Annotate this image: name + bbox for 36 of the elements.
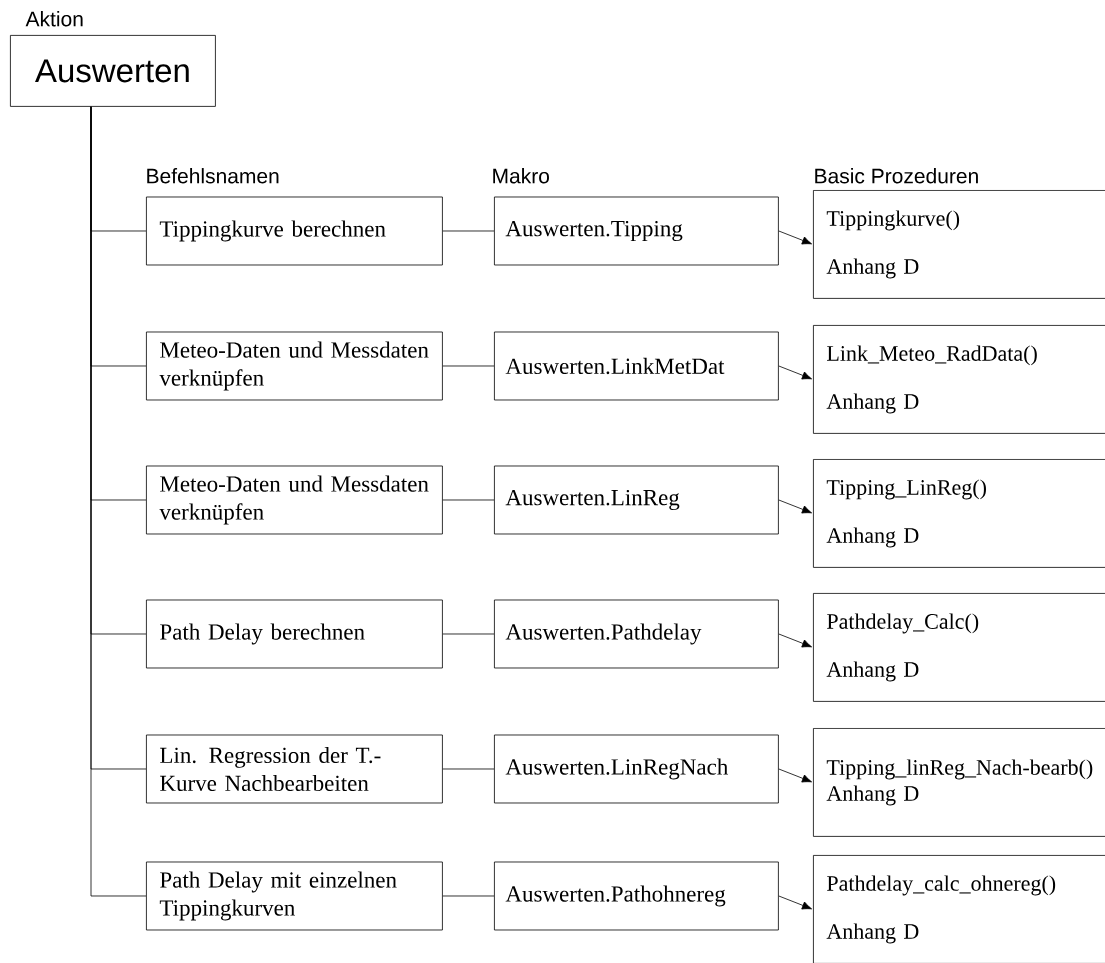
arrow [778, 499, 812, 514]
column-heading: Befehlsnamen [147, 168, 279, 184]
connector-line [442, 230, 495, 232]
command-box: Path Delay mit einzelnen Tippingkurven [146, 861, 443, 931]
command-box: Meteo-Daten und Messdaten verknüpfen [146, 465, 443, 535]
arrow [778, 365, 812, 380]
procedure-box: Tipping_linReg_Nach-bearb() Anhang D [813, 728, 1105, 837]
column-heading: Makro [493, 168, 549, 184]
procedure-box: Tippingkurve() Anhang D [813, 190, 1105, 299]
macro-box: Auswerten.LinReg [494, 465, 779, 535]
macro-box: Auswerten.Pathdelay [494, 599, 779, 669]
column-heading: Basic Prozeduren [815, 168, 978, 184]
procedure-box: Pathdelay_Calc() Anhang D [813, 593, 1105, 702]
macro-box: Auswerten.LinkMetDat [494, 331, 779, 401]
connector-line [442, 365, 495, 367]
heading: Aktion [25, 11, 83, 27]
action-box: Auswerten [10, 35, 216, 107]
procedure-box: Tipping_LinReg() Anhang D [813, 459, 1105, 568]
connector-line [442, 768, 495, 770]
connector-line [442, 895, 495, 897]
arrow [778, 768, 812, 783]
connector-line [442, 633, 495, 635]
command-box: Lin. Regression der T.-Kurve Nachbearbeiten [146, 734, 443, 804]
arrow [778, 230, 812, 245]
command-box: Meteo-Daten und Messdaten verknüpfen [146, 331, 443, 401]
command-box: Path Delay berechnen [146, 599, 443, 669]
tree-line [90, 106, 147, 897]
command-box: Tippingkurve berechnen [146, 196, 443, 266]
procedure-box: Link_Meteo_RadData() Anhang D [813, 325, 1105, 434]
macro-box: Auswerten.Tipping [494, 196, 779, 266]
procedure-box: Pathdelay_calc_ohnereg() Anhang D [813, 855, 1105, 963]
macro-box: Auswerten.Pathohnereg [494, 861, 779, 931]
macro-box: Auswerten.LinRegNach [494, 734, 779, 804]
arrow [778, 633, 812, 648]
connector-line [442, 499, 495, 501]
arrow [778, 895, 812, 910]
